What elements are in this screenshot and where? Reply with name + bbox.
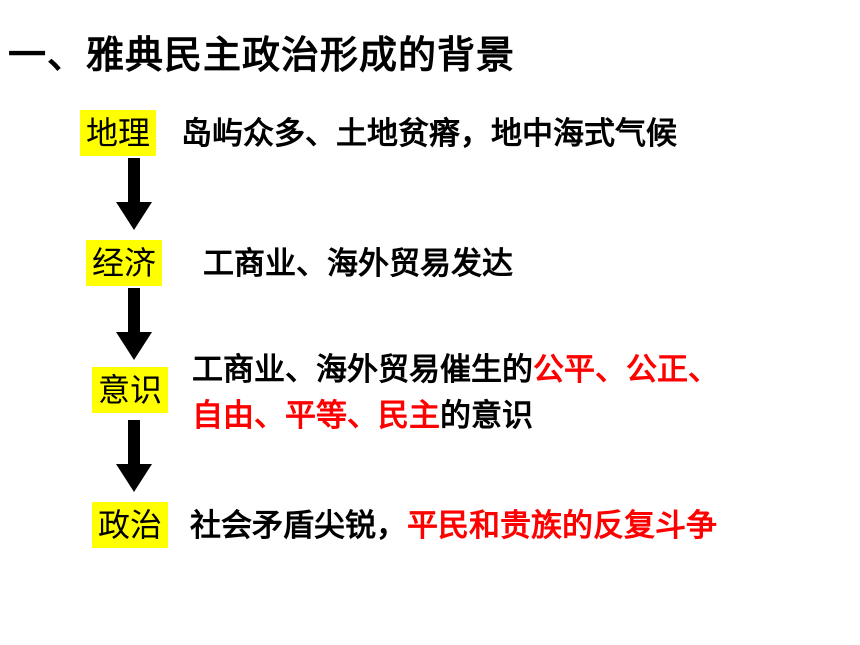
desc-consciousness-text: 工商业、海外贸易催生的 (192, 352, 533, 388)
label-geography: 地理 (80, 110, 157, 156)
desc-consciousness-line2: 自由、平等、民主的意识 (192, 396, 533, 436)
arrow-down-icon (116, 420, 152, 492)
desc-politics: 社会矛盾尖锐，平民和贵族的反复斗争 (190, 506, 717, 546)
desc-politics-text: 社会矛盾尖锐， (190, 508, 407, 544)
desc-politics-emphasis: 平民和贵族的反复斗争 (407, 508, 717, 544)
page-title: 一、雅典民主政治形成的背景 (8, 33, 516, 77)
desc-economy: 工商业、海外贸易发达 (203, 246, 513, 282)
arrow-down-icon (116, 158, 152, 230)
label-economy: 经济 (86, 240, 163, 286)
desc-consciousness-emphasis: 公平、公正、 (533, 352, 719, 388)
label-consciousness: 意识 (92, 367, 169, 413)
desc-consciousness-line1: 工商业、海外贸易催生的公平、公正、 (192, 350, 719, 390)
arrow-down-icon (116, 288, 152, 360)
desc-geography: 岛屿众多、土地贫瘠，地中海式气候 (181, 116, 677, 152)
desc-consciousness-emphasis: 自由、平等、民主 (192, 398, 440, 434)
desc-consciousness-text: 的意识 (440, 398, 533, 434)
label-politics: 政治 (92, 502, 169, 548)
